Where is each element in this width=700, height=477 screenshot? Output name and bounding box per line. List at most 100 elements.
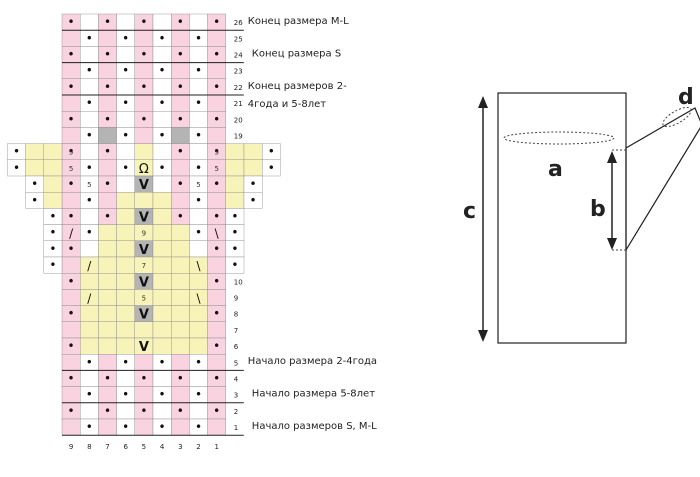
row-number: 9 [234,295,238,303]
cell-number: 7 [142,262,146,270]
dot-symbol: • [49,242,56,256]
v-symbol: V [139,308,149,323]
row-number: 8 [234,311,238,319]
dot-symbol: • [195,420,202,434]
row-number: 25 [234,35,243,43]
dot-symbol: • [213,339,220,353]
dot-symbol: • [104,372,111,386]
dot-symbol: • [49,258,56,272]
label-end-s: Конец размера S [252,48,341,59]
dot-symbol: • [213,242,220,256]
dot-symbol: • [31,193,38,207]
dot-symbol: • [213,372,220,386]
dot-symbol: • [104,210,111,224]
dot-symbol: • [86,193,93,207]
dot-symbol: • [159,129,166,143]
dot-symbol: • [195,129,202,143]
dot-symbol: • [140,80,147,94]
dot-symbol: • [13,161,20,175]
dot-symbol: • [195,226,202,240]
dot-symbol: • [122,64,129,78]
dot-symbol: • [68,112,75,126]
dot-symbol: • [122,420,129,434]
column-number: 6 [123,443,128,451]
dot-symbol: • [213,15,220,29]
dot-symbol: • [86,226,93,240]
dot-symbol: • [195,355,202,369]
dot-symbol: • [195,96,202,110]
label-start-2-4: Начало размера 2-4года [248,356,377,367]
dot-symbol: • [177,177,184,191]
arrow-c-head-bottom [478,330,488,342]
label-c: c [463,199,476,224]
dot-symbol: • [159,31,166,45]
dot-symbol: • [68,242,75,256]
dot-symbol: • [140,404,147,418]
wing-cell-right [243,191,263,209]
cell-number: 5 [214,149,218,157]
dot-symbol: • [49,210,56,224]
row-number: 19 [234,133,243,141]
label-end-2-4-line2: 4года и 5-8лет [248,99,327,110]
dot-symbol: • [177,372,184,386]
cell-number: 5 [69,149,73,157]
dot-symbol: • [195,31,202,45]
dot-symbol: • [140,112,147,126]
dot-symbol: • [68,177,75,191]
dot-symbol: • [68,145,75,159]
dot-symbol: • [104,80,111,94]
v-symbol: V [139,178,149,193]
row-number: 5 [234,359,238,367]
v-symbol: V [139,275,149,290]
dot-symbol: • [68,307,75,321]
dot-symbol: • [177,145,184,159]
dot-symbol: • [122,31,129,45]
dot-symbol: • [122,355,129,369]
dot-symbol: • [177,112,184,126]
v-symbol: V [139,340,149,355]
dot-symbol: • [213,274,220,288]
row-number: 1 [234,424,238,432]
neck-ellipse [503,131,615,145]
cell-number: 5 [214,165,218,173]
arrow-c-head-top [478,96,488,108]
sleeve-outline [625,107,700,253]
dec-right-symbol: \ [196,259,201,273]
dot-symbol: • [86,96,93,110]
row-number: 3 [234,392,238,400]
row-number: 21 [234,100,243,108]
dot-symbol: • [213,404,220,418]
label-end-2-4-line1: Конец размеров 2- [248,81,347,92]
row-number: 6 [234,343,239,351]
dot-symbol: • [195,64,202,78]
dec-left-symbol: / [87,259,92,273]
label-d: d [678,85,694,110]
dot-symbol: • [104,404,111,418]
dot-symbol: • [231,210,238,224]
dot-symbol: • [68,339,75,353]
arrow-b-head-top [607,151,617,163]
label-b: b [590,197,606,222]
dot-symbol: • [177,15,184,29]
dot-symbol: • [68,404,75,418]
dot-symbol: • [159,64,166,78]
dot-symbol: • [49,226,56,240]
column-number: 8 [87,443,91,451]
dot-symbol: • [104,15,111,29]
dot-symbol: • [177,210,184,224]
row-number: 23 [234,68,243,76]
dot-symbol: • [68,48,75,62]
dot-symbol: • [86,161,93,175]
cell-number: 9 [142,230,146,238]
dot-symbol: • [86,31,93,45]
column-number: 1 [214,443,218,451]
dot-symbol: • [213,145,220,159]
wing-cell-left [7,159,26,177]
dot-symbol: • [86,420,93,434]
dot-symbol: • [213,307,220,321]
column-number: 9 [69,443,73,451]
row-number: 10 [234,278,243,286]
dot-symbol: • [104,112,111,126]
dot-symbol: • [268,161,275,175]
column-number: 4 [160,443,165,451]
